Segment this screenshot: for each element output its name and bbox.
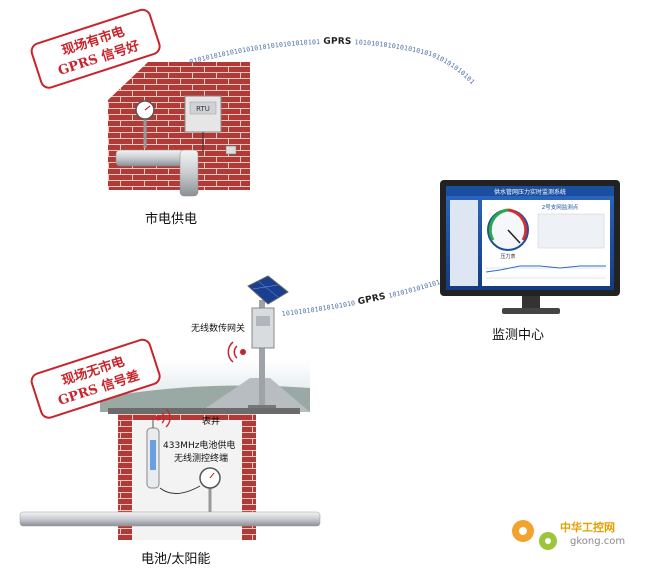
- power-outlet: [225, 145, 237, 155]
- meter-well-label: 表井: [202, 417, 221, 427]
- upper-gprs-label: GPRS: [323, 37, 351, 47]
- stamp-site-a: 现场有市电 GPRS 信号好: [30, 8, 161, 89]
- upper-binary-right: 1010101010101010101010101010101: [354, 38, 476, 86]
- gateway-label: 无线数传网关: [191, 324, 246, 334]
- upper-binary-left: 01010101010101010101010101010101: [189, 38, 321, 66]
- site-b-caption: 电池/太阳能: [141, 552, 211, 567]
- lower-binary-left: 101010101010101010: [281, 299, 356, 318]
- solar-panel: [247, 275, 289, 305]
- watermark-logo: [512, 520, 557, 550]
- wireless-terminal: [146, 418, 160, 489]
- stamp-site-b: 现场无市电 GPRS 信号差: [30, 338, 161, 419]
- watermark-url: gkong.com: [570, 536, 626, 547]
- terminal-signal-icon: [155, 408, 171, 428]
- site-a-wall: [108, 62, 250, 190]
- lower-gprs-label: GPRS: [357, 292, 387, 308]
- monitor-panel-title: 2号支网监测点: [542, 203, 579, 211]
- site-a-caption: 市电供电: [145, 212, 198, 227]
- terminal-label-line2: 无线测控终端: [174, 454, 229, 464]
- rtu-box: RTU: [184, 95, 222, 152]
- gateway-signal-icon: [227, 341, 246, 363]
- pressure-gauge-a: [135, 100, 155, 148]
- gateway-box: [251, 307, 275, 349]
- watermark-brand: 中华工控网: [560, 521, 615, 534]
- center-caption: 监测中心: [492, 328, 545, 343]
- monitor-gauge-label: 压力表: [500, 253, 515, 260]
- rtu-label: RTU: [196, 105, 210, 113]
- pipe-a: [115, 149, 199, 197]
- monitor-title: 供水管网压力实时监测系统: [494, 188, 566, 196]
- terminal-label-line1: 433MHz电池供电: [163, 441, 236, 451]
- monitor: 供水管网压力实时监测系统 2号支网监测点 压力表: [440, 180, 620, 314]
- pressure-gauge-b: [159, 467, 221, 512]
- pipe-b: [19, 511, 321, 527]
